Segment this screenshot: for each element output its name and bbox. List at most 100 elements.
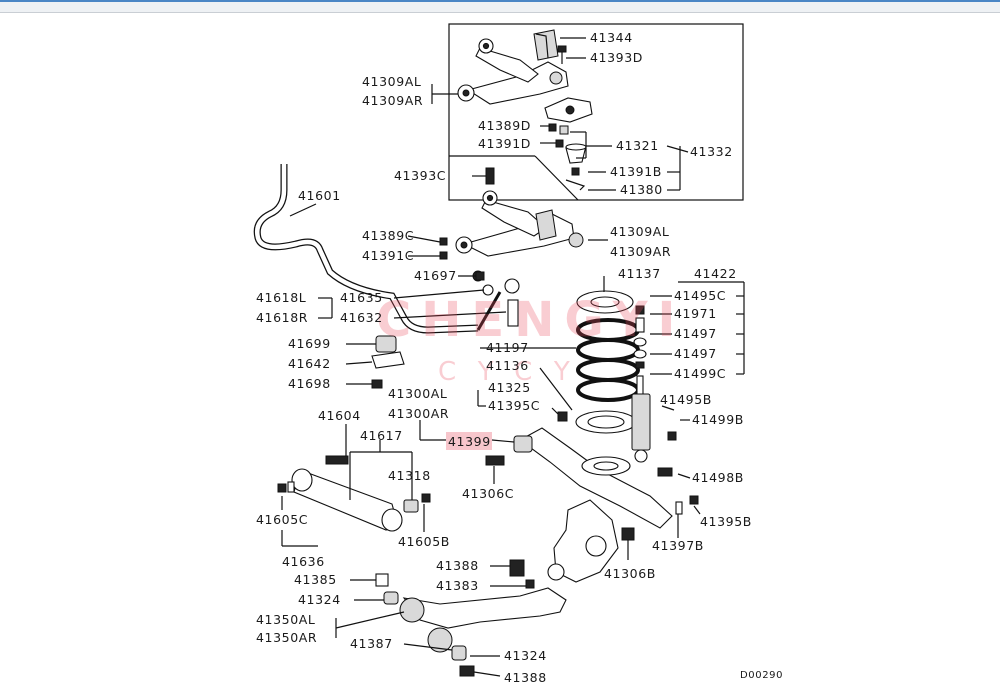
label-41309AR-top[interactable]: 41309AR [362, 93, 423, 108]
ball-joint-plate[interactable] [544, 97, 593, 123]
stabilizer-bracket-41642[interactable] [371, 351, 405, 369]
label-41605B[interactable]: 41605B [398, 534, 450, 549]
label-41388-a[interactable]: 41388 [436, 558, 479, 573]
label-41197[interactable]: 41197 [486, 340, 529, 355]
cotter-pin-41380[interactable] [565, 179, 586, 191]
label-41350AL[interactable]: 41350AL [256, 612, 315, 627]
nut-41395C[interactable] [557, 411, 568, 422]
label-41495B[interactable]: 41495B [660, 392, 712, 407]
bushing-41318[interactable] [403, 499, 419, 513]
label-41309AL-mid[interactable]: 41309AL [610, 224, 669, 239]
label-41393D[interactable]: 41393D [590, 50, 643, 65]
label-41391B[interactable]: 41391B [610, 164, 662, 179]
bump-stopper-41344[interactable] [533, 29, 559, 61]
label-41397B[interactable]: 41397B [652, 538, 704, 553]
label-41318[interactable]: 41318 [388, 468, 431, 483]
label-41321[interactable]: 41321 [616, 138, 659, 153]
trailing-arm-41350[interactable] [399, 587, 567, 653]
bushing-41399[interactable] [513, 435, 533, 453]
label-41387[interactable]: 41387 [350, 636, 393, 651]
label-41306B[interactable]: 41306B [604, 566, 656, 581]
bushing-41324a[interactable] [383, 591, 399, 605]
shock-absorber-41300[interactable] [631, 375, 651, 463]
bolt-41306B[interactable] [621, 527, 635, 541]
nut-41383[interactable] [525, 579, 535, 589]
lateral-rod-41617[interactable] [291, 468, 403, 532]
label-41601[interactable]: 41601 [298, 188, 341, 203]
nut-41389D[interactable] [548, 123, 557, 132]
bolt-41393D[interactable] [557, 45, 567, 64]
label-41698[interactable]: 41698 [288, 376, 331, 391]
label-41618R[interactable]: 41618R [256, 310, 308, 325]
bolt-41393C[interactable] [485, 167, 495, 185]
bolt-41698[interactable] [371, 379, 383, 389]
label-41618L[interactable]: 41618L [256, 290, 306, 305]
bolt-41388a[interactable] [509, 559, 525, 577]
nut-41605B[interactable] [421, 493, 431, 503]
nut-41605C[interactable] [277, 481, 295, 493]
label-41632[interactable]: 41632 [340, 310, 383, 325]
label-41300AR[interactable]: 41300AR [388, 406, 449, 421]
label-41137[interactable]: 41137 [618, 266, 661, 281]
label-41324-a[interactable]: 41324 [298, 592, 341, 607]
label-41350AR[interactable]: 41350AR [256, 630, 317, 645]
label-41604[interactable]: 41604 [318, 408, 361, 423]
label-41635[interactable]: 41635 [340, 290, 383, 305]
label-41636[interactable]: 41636 [282, 554, 325, 569]
nut-41391D[interactable] [555, 139, 564, 148]
label-41389C[interactable]: 41389C [362, 228, 414, 243]
label-41617[interactable]: 41617 [360, 428, 403, 443]
bolt-41604[interactable] [325, 455, 349, 465]
spring-seat-41137[interactable] [576, 290, 634, 314]
label-41309AL-top[interactable]: 41309AL [362, 74, 421, 89]
label-41325[interactable]: 41325 [488, 380, 531, 395]
nut-41389C[interactable] [439, 237, 448, 246]
label-41344[interactable]: 41344 [590, 30, 633, 45]
upper-arm-assembly-detail[interactable] [457, 38, 569, 105]
washer-41385[interactable] [375, 573, 389, 587]
label-41391C[interactable]: 41391C [362, 248, 414, 263]
label-41391D[interactable]: 41391D [478, 136, 531, 151]
knuckle-assembly[interactable] [547, 499, 619, 583]
bushing-41387[interactable] [451, 645, 467, 661]
label-41389D[interactable]: 41389D [478, 118, 531, 133]
spring-pad-41136[interactable] [575, 410, 637, 434]
upper-arm-41309[interactable] [455, 190, 584, 257]
nut-41395B[interactable] [689, 495, 699, 505]
bolt-41498B[interactable] [657, 467, 673, 477]
label-41605C[interactable]: 41605C [256, 512, 308, 527]
label-41971[interactable]: 41971 [674, 306, 717, 321]
lower-arm-41300[interactable] [518, 427, 673, 529]
nut-41697[interactable] [475, 271, 485, 281]
nut-41391B[interactable] [571, 167, 580, 176]
label-41499B[interactable]: 41499B [692, 412, 744, 427]
label-41499C[interactable]: 41499C [674, 366, 726, 381]
nut-41499B[interactable] [667, 431, 677, 441]
label-41642[interactable]: 41642 [288, 356, 331, 371]
label-41422[interactable]: 41422 [694, 266, 737, 281]
label-41136[interactable]: 41136 [486, 358, 529, 373]
label-41399[interactable]: 41399 [448, 434, 491, 449]
label-41495C[interactable]: 41495C [674, 288, 726, 303]
ball-joint-41321-parts[interactable] [559, 125, 587, 164]
shock-mount-parts-41422[interactable] [633, 305, 647, 369]
bolt-41388b[interactable] [459, 665, 475, 677]
label-41300AL[interactable]: 41300AL [388, 386, 447, 401]
label-41388-b[interactable]: 41388 [504, 670, 547, 684]
label-41395C[interactable]: 41395C [488, 398, 540, 413]
washer-41397B[interactable] [675, 501, 683, 515]
label-41393C[interactable]: 41393C [394, 168, 446, 183]
label-41697[interactable]: 41697 [414, 268, 457, 283]
nut-41391C[interactable] [439, 251, 448, 260]
label-41332[interactable]: 41332 [690, 144, 733, 159]
label-41498B[interactable]: 41498B [692, 470, 744, 485]
label-41383[interactable]: 41383 [436, 578, 479, 593]
label-41385[interactable]: 41385 [294, 572, 337, 587]
label-41306C[interactable]: 41306C [462, 486, 514, 501]
label-41395B[interactable]: 41395B [700, 514, 752, 529]
bolt-41306C[interactable] [485, 455, 505, 466]
label-41497-b[interactable]: 41497 [674, 346, 717, 361]
label-41309AR-mid[interactable]: 41309AR [610, 244, 671, 259]
label-41497-a[interactable]: 41497 [674, 326, 717, 341]
label-41380[interactable]: 41380 [620, 182, 663, 197]
